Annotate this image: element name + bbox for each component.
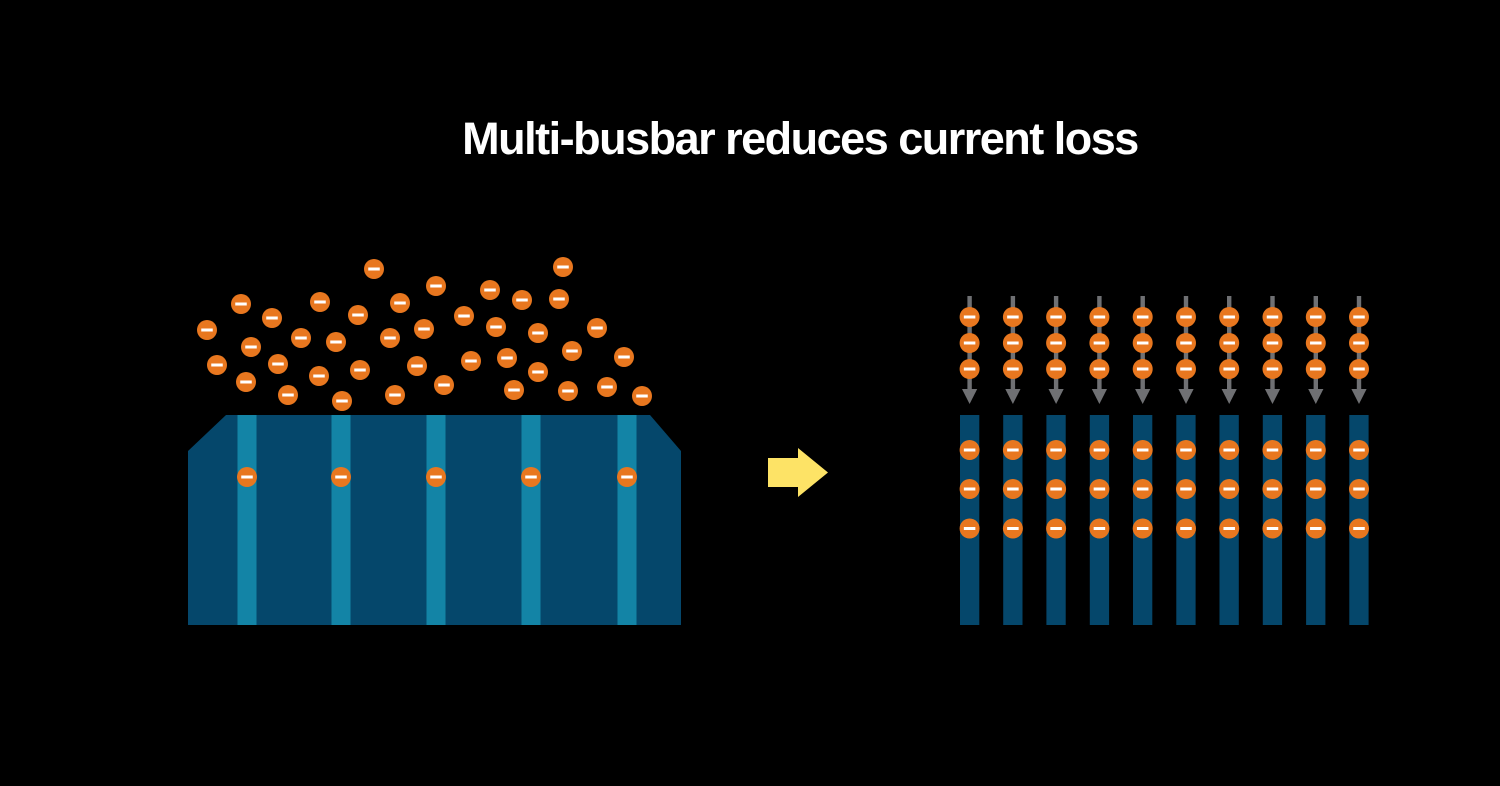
svg-text:Multi-busbar reduces current l: Multi-busbar reduces current loss xyxy=(462,113,1138,164)
